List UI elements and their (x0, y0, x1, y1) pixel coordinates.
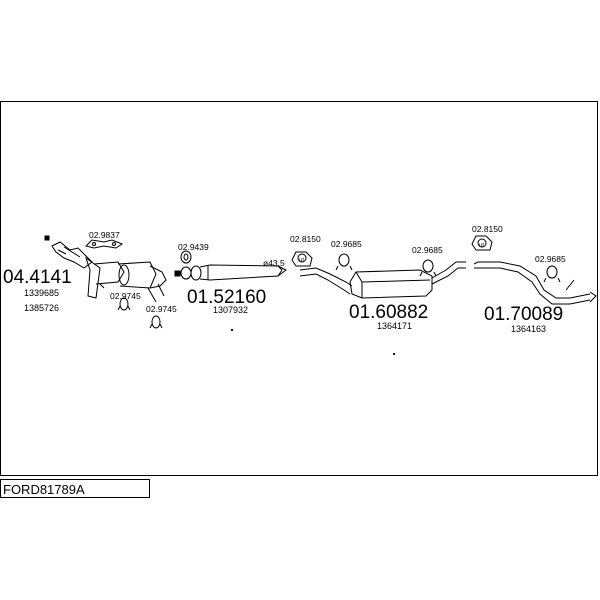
clamp-02-9439 (180, 250, 192, 264)
diagram-frame (0, 101, 598, 476)
accessory-02-9685-b: 02.9685 (412, 245, 443, 255)
diameter-note: ø43,5 (263, 258, 285, 268)
catalyst-drawing (44, 235, 167, 303)
accessory-02-9685-c: 02.9685 (535, 254, 566, 264)
rubber-mount-02-9685-c (543, 265, 561, 283)
accessory-02-9439: 02.9439 (178, 242, 209, 252)
ref-catalyst-2: 1385726 (24, 303, 60, 313)
dot-marker (392, 352, 396, 356)
dot-marker (230, 328, 234, 332)
middle-silencer-drawing (299, 261, 466, 299)
part-number-front-pipe: 01.52160 (187, 287, 267, 308)
ref-middle-silencer: 1364171 (377, 321, 413, 331)
accessory-02-8150-b: 02.8150 (472, 224, 503, 234)
rubber-mount-02-9745-b (149, 315, 163, 329)
accessory-02-9837: 02.9837 (89, 230, 120, 240)
gasket-02-9837 (85, 239, 124, 249)
rubber-mount-02-9745-a (117, 297, 131, 311)
diagram-title-box: FORD81789A (0, 479, 150, 498)
part-number-catalyst: 04.4141 (3, 267, 72, 288)
part-number-rear-silencer: 01.70089 (484, 304, 564, 325)
front-pipe-drawing (174, 264, 287, 281)
rear-silencer-drawing (473, 261, 597, 305)
diagram-title: FORD81789A (3, 482, 85, 497)
hanger-02-8150-b: ut (471, 235, 493, 251)
ref-rear-silencer: 1364163 (511, 324, 547, 334)
accessory-02-9685-a: 02.9685 (331, 239, 362, 249)
rubber-mount-02-9685-b (419, 259, 437, 277)
accessory-02-9745-a: 02.9745 (110, 291, 141, 301)
svg-text:ut: ut (299, 258, 304, 264)
accessory-02-9745-b: 02.9745 (146, 304, 177, 314)
ref-catalyst-1: 1339685 (24, 288, 60, 298)
part-number-middle-silencer: 01.60882 (349, 302, 429, 323)
ref-front-pipe: 1307932 (213, 305, 249, 315)
hanger-02-8150-a: ut (291, 251, 313, 267)
accessory-02-8150-a: 02.8150 (290, 234, 321, 244)
rubber-mount-02-9685-a (335, 253, 353, 271)
svg-text:ut: ut (479, 243, 484, 249)
